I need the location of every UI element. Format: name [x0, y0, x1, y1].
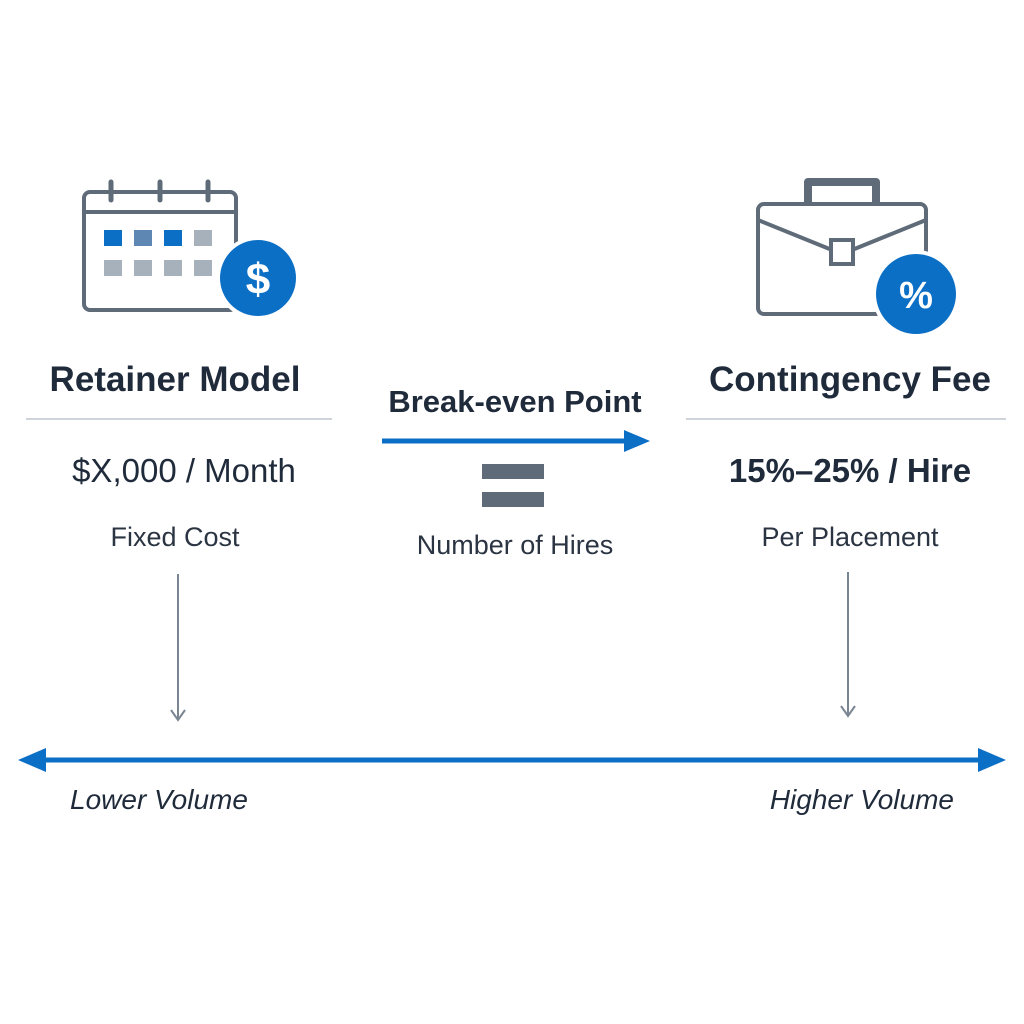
right-down-arrow	[838, 572, 858, 722]
break-even-arrow	[380, 428, 652, 454]
higher-volume-label: Higher Volume	[769, 784, 954, 815]
contingency-price: 15%–25% / Hire	[728, 452, 972, 489]
volume-scale-arrow	[16, 744, 1008, 776]
svg-text:%: %	[899, 275, 933, 317]
briefcase-percent-icon: %	[752, 172, 972, 342]
lower-volume-label: Lower Volume	[70, 784, 248, 815]
contingency-title: Contingency Fee	[709, 360, 991, 399]
left-divider	[26, 418, 332, 420]
svg-text:$: $	[246, 255, 270, 304]
calendar-dollar-icon: $	[78, 178, 308, 328]
contingency-subtitle: Per Placement	[761, 522, 939, 552]
retainer-subtitle: Fixed Cost	[110, 522, 240, 552]
break-even-title: Break-even Point	[388, 384, 642, 419]
left-down-arrow	[168, 574, 188, 726]
retainer-price: $X,000 / Month	[72, 452, 296, 489]
right-divider	[686, 418, 1006, 420]
retainer-title: Retainer Model	[49, 360, 301, 399]
break-even-subtitle: Number of Hires	[416, 530, 614, 560]
equals-icon	[482, 464, 544, 508]
